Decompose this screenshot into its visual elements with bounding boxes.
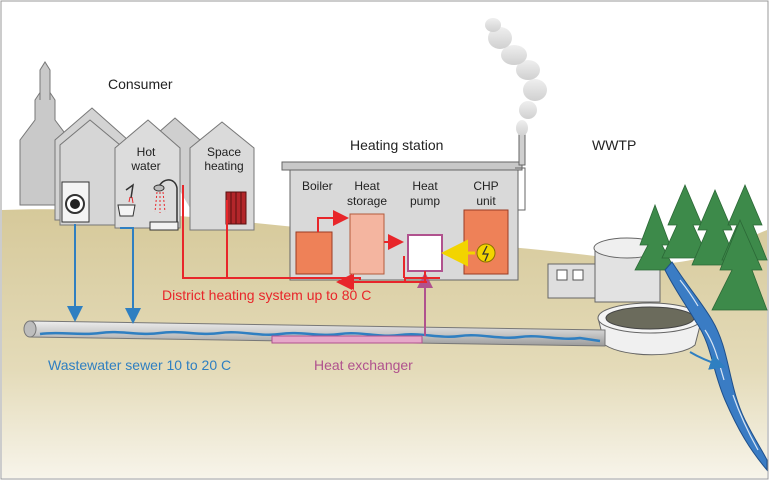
heat-pump-label-2: pump [410, 194, 440, 208]
boiler-label: Boiler [302, 179, 333, 193]
space-heating-label-2: heating [204, 159, 243, 173]
outflow-arrow [689, 351, 726, 370]
consumer-label: Consumer [108, 76, 173, 92]
chp-label-1: CHP [473, 179, 498, 193]
heat-storage-unit [349, 213, 385, 275]
tree-icon [634, 183, 768, 311]
hot-water-label-2: water [130, 159, 160, 173]
radiator-icon [225, 191, 247, 225]
drain-arrow-2 [120, 227, 141, 324]
sewer-pipe [23, 320, 606, 347]
sink-icon [117, 204, 136, 217]
heating-station-label: Heating station [350, 137, 443, 153]
hot-water-label-1: Hot [137, 145, 156, 159]
heat-exchanger-unit [271, 335, 423, 344]
smoke [485, 18, 547, 136]
lightning-icon [476, 243, 496, 263]
smokestack-icon [518, 134, 526, 166]
heat-exchanger-label: Heat exchanger [314, 357, 413, 373]
sewer-label: Wastewater sewer 10 to 20 C [48, 357, 231, 373]
heat-pump-unit [407, 234, 443, 272]
heat-storage-label-1: Heat [354, 179, 380, 193]
consumer-buildings [19, 61, 255, 231]
chp-label-2: unit [476, 194, 496, 208]
district-heating-label: District heating system up to 80 C [162, 287, 371, 303]
sink-spray [128, 196, 134, 204]
space-heating-label-1: Space [207, 145, 241, 159]
wwtp-label: WWTP [592, 137, 636, 153]
boiler-unit [295, 231, 333, 275]
heat-storage-label-2: storage [347, 194, 387, 208]
chp-unit [463, 209, 509, 275]
heat-pump-label-1: Heat [412, 179, 438, 193]
